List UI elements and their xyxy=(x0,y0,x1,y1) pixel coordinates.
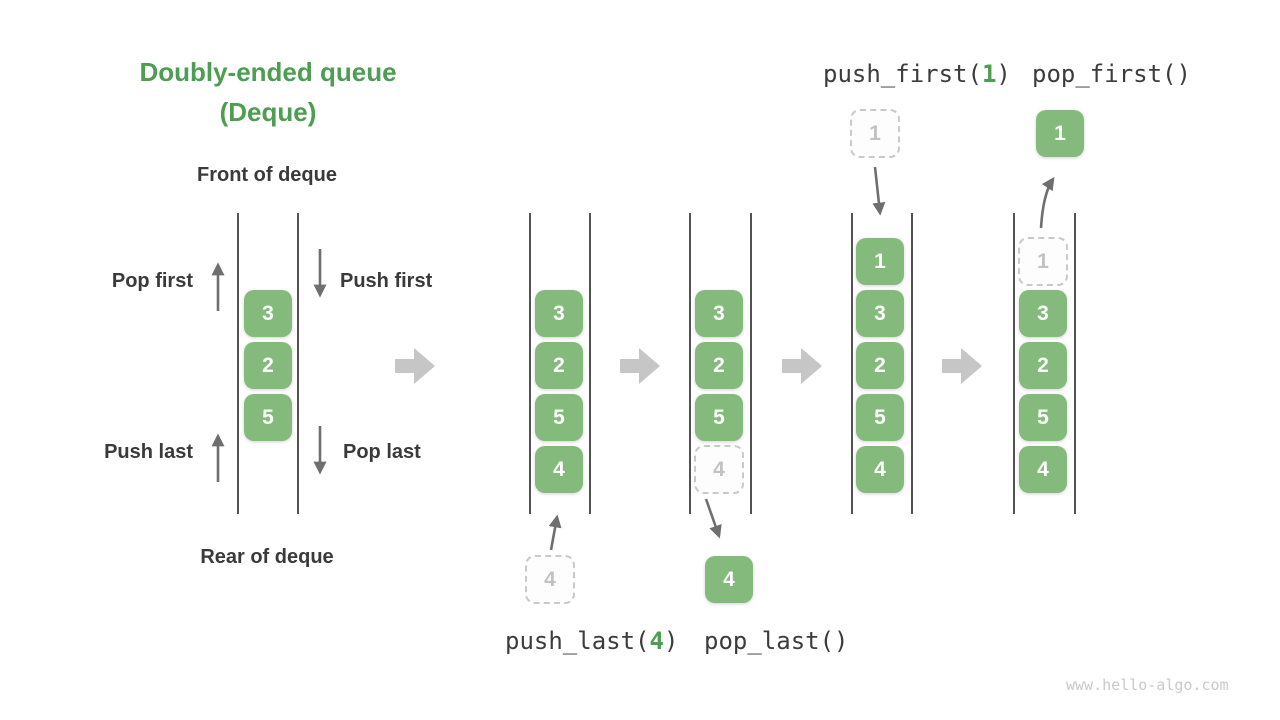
queue2-cell: 3 xyxy=(695,290,743,337)
queue4-cell: 2 xyxy=(1019,342,1067,389)
queue2-right-wall xyxy=(750,213,752,514)
queue4-cell: 4 xyxy=(1019,446,1067,493)
pop-last-code-label: pop_last() xyxy=(704,627,849,655)
queue3-right-wall xyxy=(911,213,913,514)
pop-first-popped-cell: 1 xyxy=(1036,110,1084,157)
push-first-code-label: push_first(1) xyxy=(823,60,1011,88)
pop-first-remove-arrow-icon xyxy=(1039,176,1055,229)
queue3-cell: 1 xyxy=(856,238,904,285)
queue1-cell: 5 xyxy=(535,394,583,441)
queue3-cell: 2 xyxy=(856,342,904,389)
pop-last-label: Pop last xyxy=(343,441,421,463)
queue1-right-wall xyxy=(589,213,591,514)
rear-of-deque-label: Rear of deque xyxy=(200,546,334,568)
queue2-cell: 5 xyxy=(695,394,743,441)
queue4-left-wall xyxy=(1013,213,1015,514)
intro-queue-cell: 5 xyxy=(244,394,292,441)
pop-last-remove-arrow-icon xyxy=(704,498,722,539)
queue1-cell: 4 xyxy=(535,446,583,493)
push-first-code-suffix: ) xyxy=(996,60,1011,88)
queue3-cell: 3 xyxy=(856,290,904,337)
transition-arrow-icon xyxy=(942,348,982,384)
page-title: Doubly-ended queue (Deque) xyxy=(98,52,438,132)
queue1-left-wall xyxy=(529,213,531,514)
watermark: www.hello-algo.com xyxy=(1066,676,1229,694)
push-last-code-arg: 4 xyxy=(649,627,664,655)
push-first-label: Push first xyxy=(340,270,433,292)
push-last-insert-arrow-icon xyxy=(548,514,562,551)
queue3-left-wall xyxy=(851,213,853,514)
push-last-code-prefix: push_last( xyxy=(505,627,650,655)
page-title-line1: Doubly-ended queue xyxy=(139,57,397,87)
push-last-incoming-ghost-cell: 4 xyxy=(525,555,575,604)
push-last-code-label: push_last(4) xyxy=(505,627,678,655)
queue3-cell: 5 xyxy=(856,394,904,441)
queue2-cell: 2 xyxy=(695,342,743,389)
transition-arrow-icon xyxy=(620,348,660,384)
page-title-line2: (Deque) xyxy=(219,97,317,127)
queue1-cell: 3 xyxy=(535,290,583,337)
push-first-insert-arrow-icon xyxy=(872,166,886,216)
pop-last-ghost-cell: 4 xyxy=(694,445,744,494)
pop-first-code-label: pop_first() xyxy=(1032,60,1191,88)
queue3-cell: 4 xyxy=(856,446,904,493)
push-last-label: Push last xyxy=(104,441,193,463)
queue4-cell: 5 xyxy=(1019,394,1067,441)
pop-first-label: Pop first xyxy=(111,270,193,292)
push-first-code-arg: 1 xyxy=(981,60,997,88)
intro-queue-cell: 3 xyxy=(244,290,292,337)
transition-arrow-icon xyxy=(782,348,822,384)
intro-queue-right-wall xyxy=(297,213,299,514)
queue1-cell: 2 xyxy=(535,342,583,389)
intro-queue-cell: 2 xyxy=(244,342,292,389)
pop-last-popped-cell: 4 xyxy=(705,556,753,603)
queue2-left-wall xyxy=(689,213,691,514)
push-first-code-prefix: push_first( xyxy=(823,60,982,88)
front-of-deque-label: Front of deque xyxy=(197,164,337,186)
transition-arrow-icon xyxy=(395,348,435,384)
intro-queue-left-wall xyxy=(237,213,239,514)
queue4-cell: 3 xyxy=(1019,290,1067,337)
pop-first-ghost-cell: 1 xyxy=(1018,237,1068,286)
queue4-right-wall xyxy=(1074,213,1076,514)
push-last-code-suffix: ) xyxy=(663,627,679,655)
push-first-incoming-ghost-cell: 1 xyxy=(850,109,900,158)
